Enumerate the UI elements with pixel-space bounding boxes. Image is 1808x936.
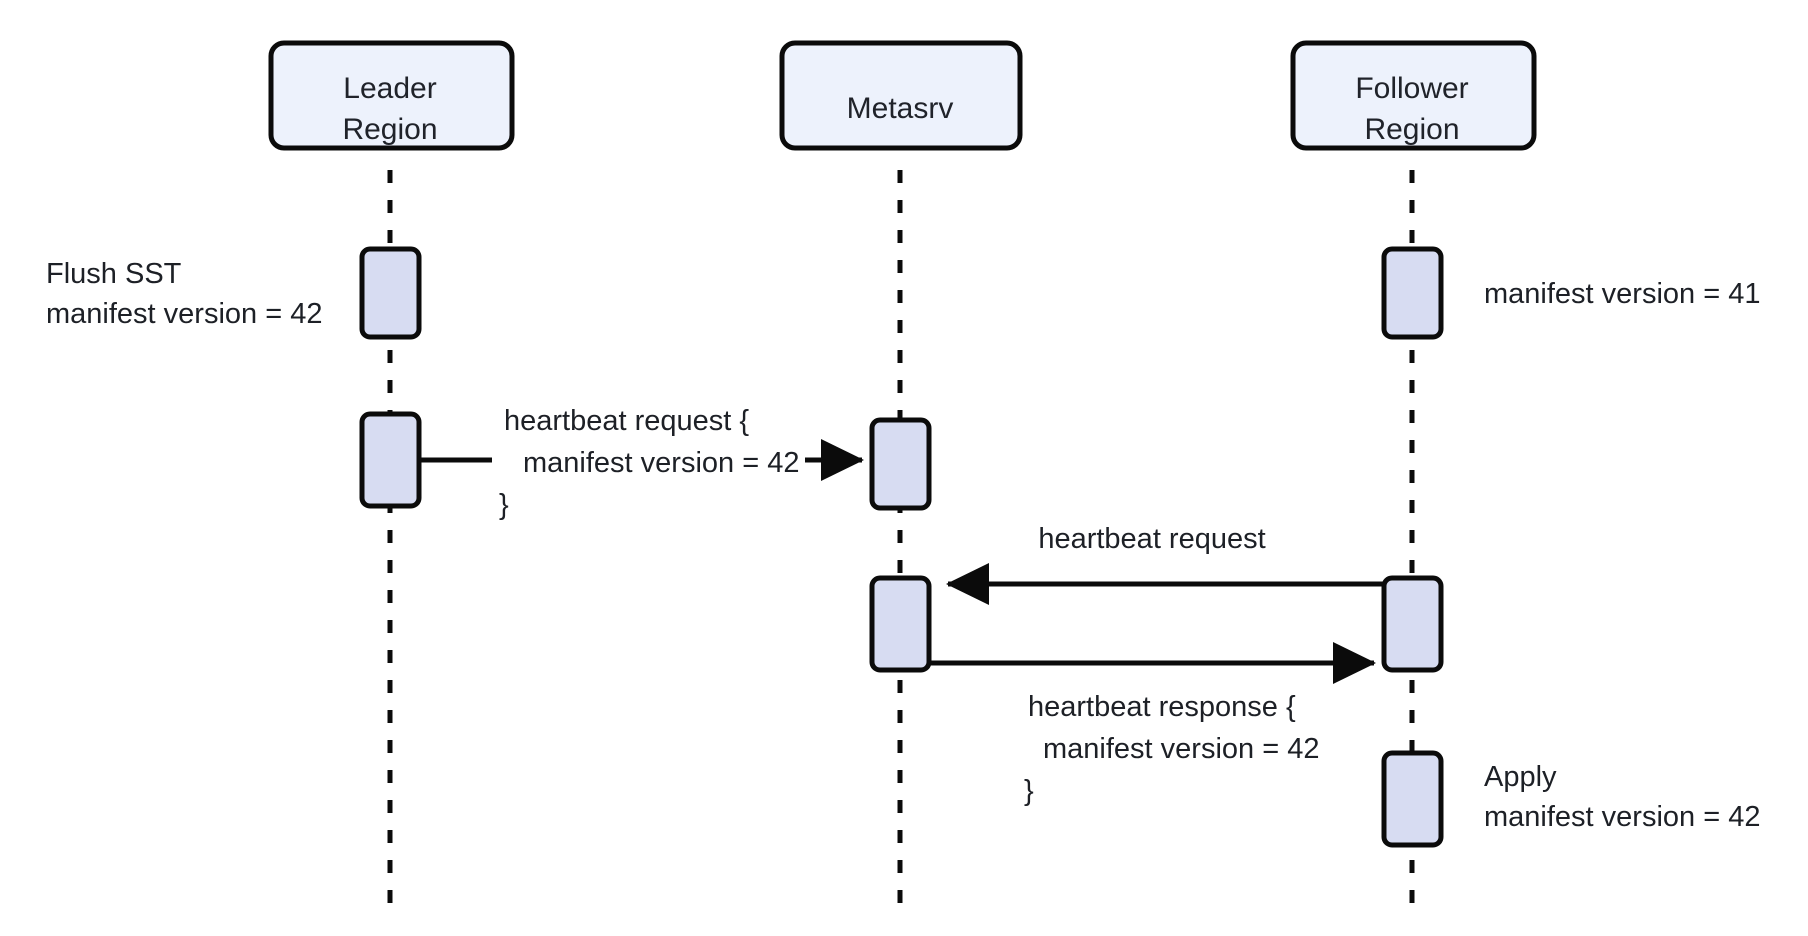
message-label-response-line3: } [1024,775,1034,807]
participant-label-metasrv-line1: Metasrv [847,92,954,125]
participant-label-follower-line2: Region [1364,113,1459,146]
note-flush-sst-line1: Flush SST [46,258,182,290]
message-label-line3: } [499,489,509,521]
note-apply: Apply manifest version = 42 [1484,761,1760,833]
message-label-line2: manifest version = 42 [523,447,799,479]
participant-box-leader [268,40,515,151]
activation-metasrv-follower-heartbeat [869,575,932,673]
activation-leader-heartbeat [359,411,422,509]
activation-follower-initial [1381,246,1444,340]
participant-label-leader-line1: Leader [343,72,436,105]
note-flush-sst: Flush SST manifest version = 42 [46,258,322,330]
message-heartbeat-response[interactable]: heartbeat response { manifest version = … [931,642,1377,807]
participant-box-metasrv [779,40,1023,151]
activation-follower-heartbeat [1381,575,1444,673]
note-apply-line2: manifest version = 42 [1484,801,1760,833]
activation-metasrv-leader-heartbeat [869,417,932,511]
participant-metasrv[interactable]: Metasrv [779,40,1023,151]
participant-leader[interactable]: Leader Region [268,40,515,151]
note-apply-line1: Apply [1484,761,1557,793]
message-heartbeat-request-follower[interactable]: heartbeat request [945,523,1384,605]
message-label-heartbeat-request: heartbeat request [1038,523,1265,555]
note-follower-version: manifest version = 41 [1484,278,1760,310]
participant-label-leader-line2: Region [342,113,437,146]
activation-follower-apply [1381,750,1444,848]
message-label-response-line2: manifest version = 42 [1043,733,1319,765]
participant-box-follower [1290,40,1537,151]
activation-leader-flush [359,246,422,340]
message-label-line1: heartbeat request { [504,405,749,437]
participant-label-follower-line1: Follower [1355,72,1468,105]
note-follower-version-line1: manifest version = 41 [1484,278,1760,310]
participant-follower[interactable]: Follower Region [1290,40,1537,151]
message-label-response-line1: heartbeat response { [1028,691,1296,723]
note-flush-sst-line2: manifest version = 42 [46,298,322,330]
message-heartbeat-request-leader[interactable]: heartbeat request { manifest version = 4… [421,405,865,521]
